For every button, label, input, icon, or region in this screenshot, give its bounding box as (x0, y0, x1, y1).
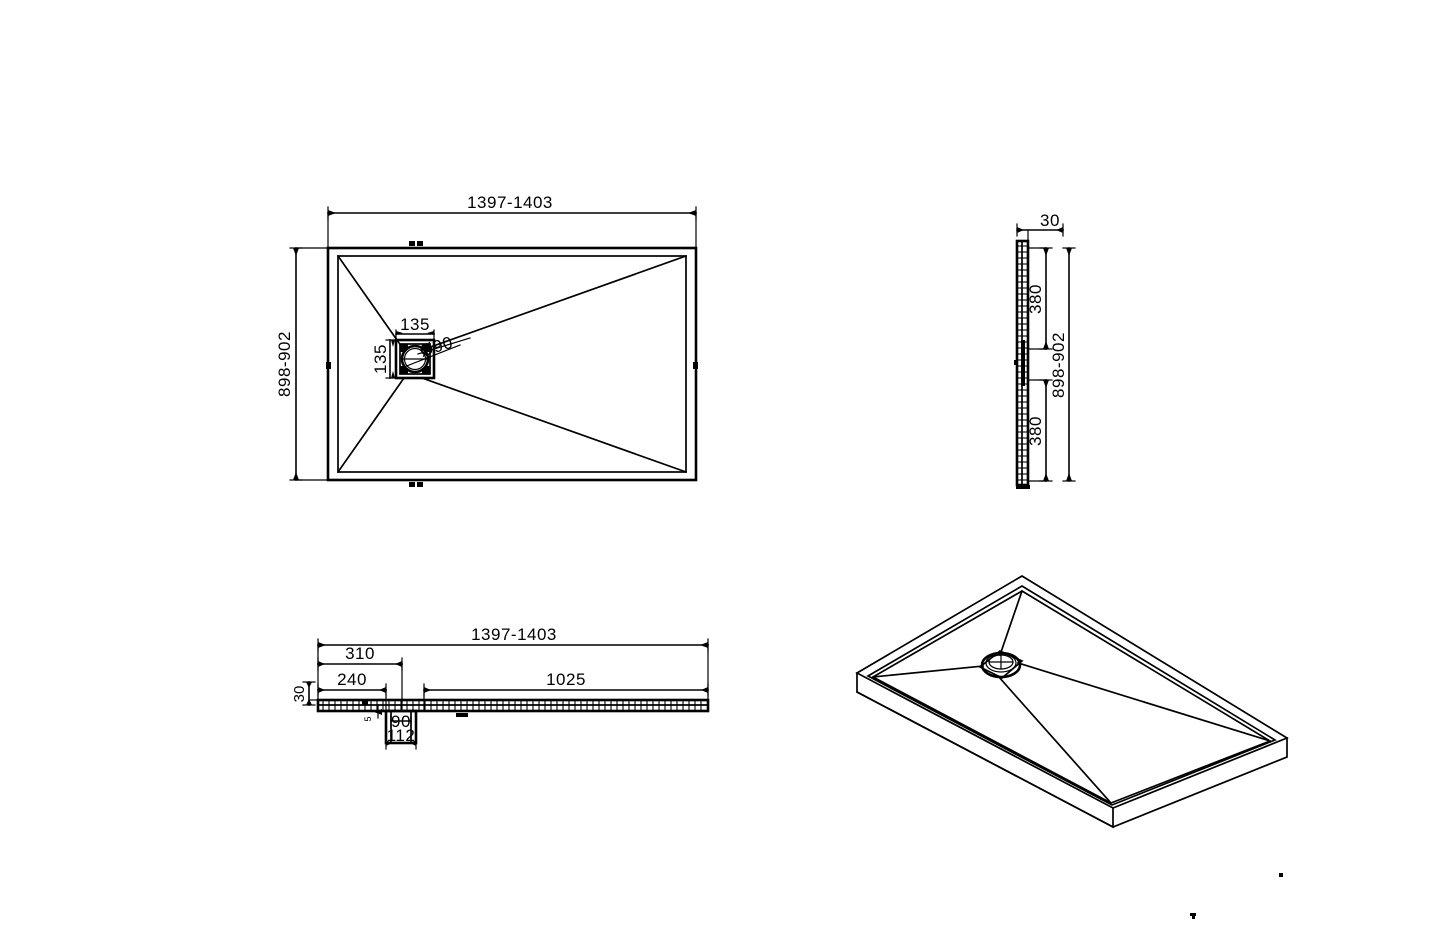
isometric-drain (978, 650, 1024, 680)
plan-dim-diameter-90: Ø90 (418, 333, 456, 361)
front-dim-outlet-90: 90 (390, 712, 412, 731)
side-dim-upper-380: 380 (1026, 247, 1053, 350)
side-elevation-hatching (1017, 245, 1028, 481)
side-elevation-body (1014, 239, 1030, 489)
front-dim-overall-label: 1397-1403 (471, 625, 557, 644)
front-dim-240: 240 (317, 670, 387, 712)
front-dim-lip-5: 5 (363, 705, 382, 722)
artifact-marks (1190, 873, 1283, 919)
front-dim-30-label: 30 (291, 686, 308, 703)
side-dim-thickness: 30 (1016, 211, 1064, 243)
plan-view: 135 135 Ø90 1397-1403 (275, 193, 698, 487)
isometric-slope-lines (872, 589, 1272, 805)
front-dim-310-label: 310 (345, 644, 375, 663)
side-dim-30-label: 30 (1040, 211, 1060, 230)
plan-slope-lines (336, 254, 688, 474)
side-dim-overall: 898-902 (1049, 247, 1076, 482)
plan-dim-drain-width: 135 (395, 315, 435, 345)
front-dim-thickness: 30 (291, 681, 322, 706)
front-elevation-hatching (322, 700, 702, 711)
plan-dim-drain-height: 135 (371, 339, 399, 379)
front-dim-outlet-112: 112 (385, 726, 417, 750)
side-dim-380-upper-label: 380 (1026, 284, 1045, 314)
isometric-outer-body (855, 575, 1289, 829)
plan-dim-diameter: Ø90 (403, 333, 471, 368)
plan-dim-overall-height: 898-902 (275, 247, 329, 481)
side-elevation-view: 30 380 380 (1014, 211, 1076, 489)
front-dim-240-label: 240 (337, 670, 367, 689)
front-elevation-view: 1397-1403 310 240 (291, 625, 710, 750)
plan-center-marks (326, 241, 698, 487)
front-dim-overall-width: 1397-1403 (317, 625, 709, 701)
side-dim-overall-label: 898-902 (1049, 332, 1068, 398)
side-dim-lower-380: 380 (1026, 379, 1053, 482)
side-dim-380-lower-label: 380 (1026, 416, 1045, 446)
plan-dim-135-horizontal: 135 (400, 315, 430, 334)
isometric-view (855, 575, 1289, 829)
front-dim-5-label: 5 (363, 716, 373, 721)
plan-dim-height-label: 898-902 (275, 331, 294, 397)
front-dim-1025: 1025 (423, 670, 709, 712)
front-elevation-body (316, 698, 710, 717)
front-dim-112-label: 112 (387, 726, 416, 745)
isometric-inner-rim (866, 585, 1277, 806)
front-dim-310: 310 (317, 644, 403, 712)
plan-dim-135-vertical: 135 (371, 344, 390, 374)
plan-dim-width-label: 1397-1403 (467, 193, 553, 212)
plan-dim-overall-width: 1397-1403 (327, 193, 697, 249)
front-dim-90-label: 90 (391, 712, 411, 731)
front-dim-1025-label: 1025 (546, 670, 586, 689)
